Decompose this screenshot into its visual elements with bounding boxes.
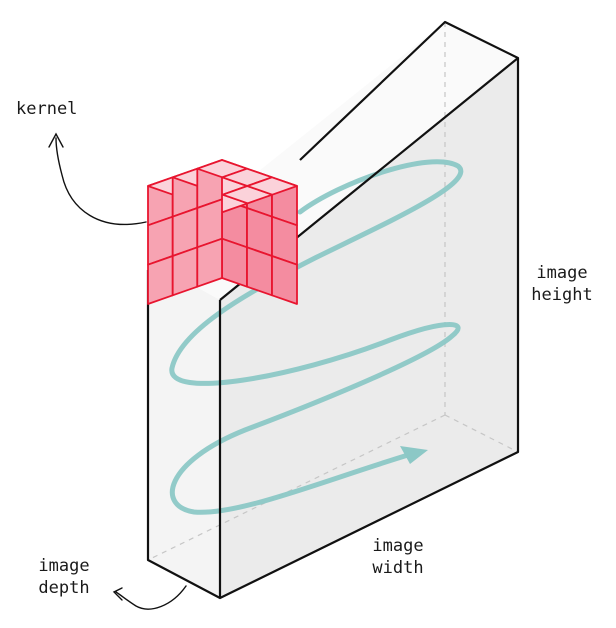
kernel-top-cell — [246, 176, 298, 196]
image-depth-line-2: depth — [38, 578, 90, 598]
scan-spiral — [169, 159, 464, 515]
kernel-front-cell — [147, 255, 174, 305]
image-depth-line-1: image — [38, 556, 90, 576]
image-width-line-1: image — [372, 536, 424, 556]
kernel-side-cell — [246, 246, 273, 297]
kernel-side-cell — [271, 255, 298, 305]
kernel-label: kernel — [16, 98, 77, 120]
spiral-arrowhead — [400, 446, 428, 464]
hidden-edges — [147, 22, 519, 561]
kernel-front-cell — [171, 246, 199, 297]
kernel-cube — [147, 159, 298, 305]
image-width-label: image width — [358, 535, 438, 579]
image-height-line-1: image — [536, 263, 588, 283]
image-front-face — [148, 260, 220, 598]
kernel-side-cell — [221, 237, 248, 288]
depth-pointer-arrow — [112, 585, 187, 610]
kernel-label-text: kernel — [16, 99, 78, 119]
image-height-label: image height — [522, 262, 602, 306]
kernel-pointer-arrow — [48, 132, 147, 226]
image-depth-label: image depth — [24, 555, 104, 599]
kernel-front-cell — [196, 237, 223, 288]
image-height-line-2: height — [531, 285, 593, 305]
image-width-line-2: width — [372, 558, 424, 578]
